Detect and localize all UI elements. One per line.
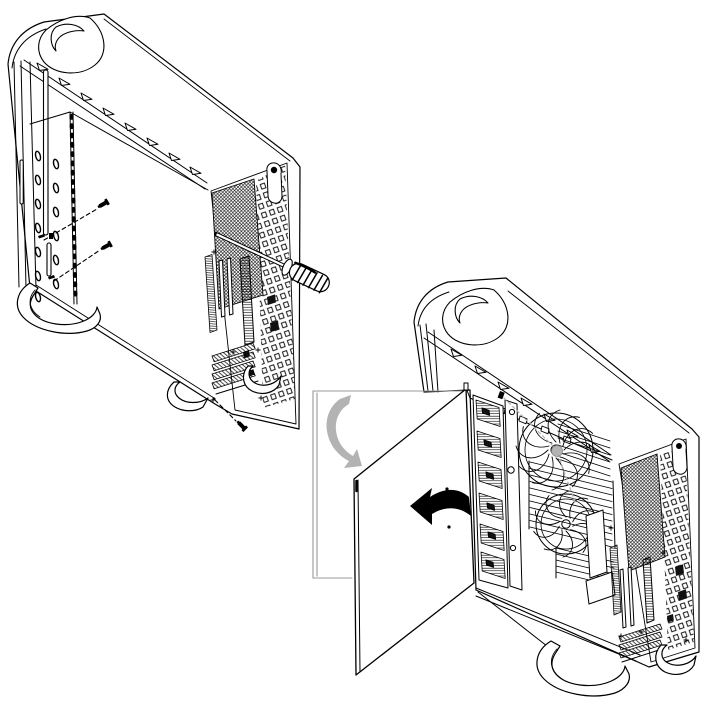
connector-area (608, 525, 689, 643)
screw-hole (38, 234, 45, 239)
rear-vent-strip (204, 254, 218, 333)
rear-panel (608, 438, 696, 663)
side-front-slot (42, 69, 49, 236)
card-slot (218, 259, 226, 318)
front-foot (16, 282, 102, 334)
rotation-arrow-gray (326, 395, 362, 468)
bezel-slot (19, 159, 24, 205)
card-slot (226, 257, 234, 316)
feet (477, 591, 697, 697)
scsi-connector (642, 556, 655, 624)
port-connector (267, 294, 276, 305)
lock-keyhole (266, 162, 283, 204)
door-screw (445, 487, 449, 491)
side-front-slot-lower (46, 242, 52, 277)
interior (472, 391, 641, 662)
lock-keyhole (671, 438, 688, 475)
side-door (353, 382, 475, 676)
figure-open-side-door (312, 277, 700, 697)
swing-arrow-black (410, 488, 471, 525)
rear-foot (655, 644, 697, 675)
screw-leader-line (53, 249, 101, 282)
panel-screws (38, 198, 248, 432)
slot-covers (618, 623, 663, 663)
handle-ribs (291, 264, 329, 294)
vent-hole-grid (256, 164, 295, 408)
rear-vent-strip (609, 544, 622, 616)
top-handle-recess (38, 15, 105, 74)
thumbscrew-leader (497, 391, 576, 503)
port-connector (270, 320, 279, 332)
mounting-rail (504, 399, 523, 591)
door-panel (353, 388, 475, 676)
port-connector (675, 564, 684, 576)
rear-foot-near (166, 381, 209, 412)
figure-remove-screws (7, 13, 330, 432)
top-handle-recess (442, 287, 509, 346)
interior-floor (475, 587, 641, 662)
screw-leader-line (214, 399, 237, 422)
thumbscrew (551, 445, 563, 457)
scsi-connector (239, 255, 255, 346)
connector-area (204, 248, 279, 403)
thumbscrew-socket (497, 391, 505, 400)
screwdriver (213, 231, 330, 294)
front-bezel (13, 60, 53, 290)
screw-hole (48, 275, 55, 280)
front-foot (536, 640, 631, 697)
card-slot (619, 568, 627, 629)
feet (16, 282, 282, 412)
screw-leader-line (43, 208, 98, 241)
door-screw (447, 525, 451, 529)
door-hinge-seam (29, 111, 209, 305)
rear-foot-far (242, 365, 282, 395)
blank-panels (585, 509, 616, 605)
drive-bay-column (472, 394, 509, 589)
hinge-pin (463, 382, 469, 391)
psu-vent-mesh (620, 453, 666, 572)
screwdriver-tip (213, 231, 218, 236)
card-slot (627, 566, 635, 627)
port-connector (678, 589, 687, 601)
screwdriver-handle (288, 262, 330, 293)
card-cage-slats (528, 423, 616, 587)
port-connector (667, 614, 674, 623)
door-ghost-outline (312, 390, 463, 579)
